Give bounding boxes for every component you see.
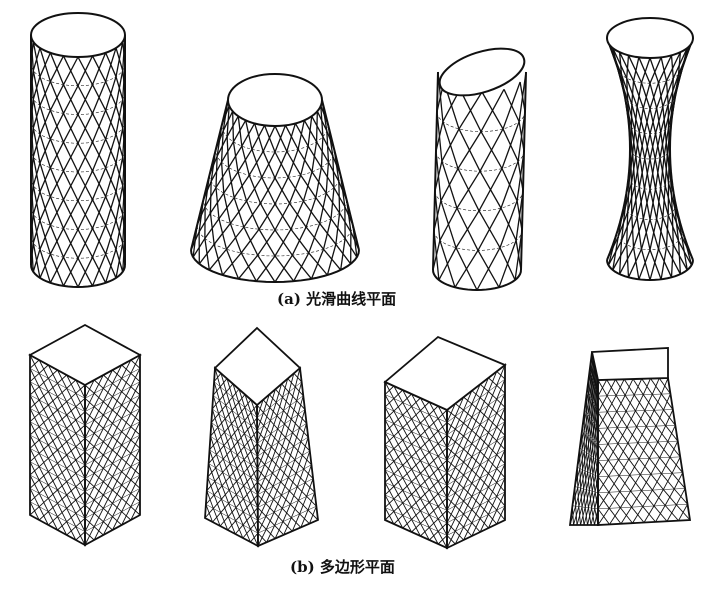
polygonal-plan-towers (28, 323, 692, 550)
tapered-prism-tower (204, 326, 319, 548)
inverse-tapered-prism-tower (568, 347, 692, 526)
top-ellipse (227, 73, 323, 127)
top-face (590, 347, 669, 381)
top-face (213, 326, 302, 407)
top-ellipse (438, 47, 526, 97)
top-ellipse (606, 17, 694, 59)
cylinder-tower (30, 12, 126, 289)
tilted-cylinder-tower (432, 47, 527, 292)
frustum-tower (190, 73, 360, 284)
top-face (28, 323, 142, 387)
curved-plan-towers (30, 12, 694, 292)
rotated-prism-tower (383, 335, 507, 550)
top-face (383, 335, 507, 412)
top-ellipse (30, 12, 126, 58)
caption-a: (a) 光滑曲线平面 (277, 290, 397, 308)
square-prism-tower (28, 323, 142, 547)
caption-b: (b) 多边形平面 (290, 558, 395, 576)
hyperboloid-tower (606, 17, 694, 282)
